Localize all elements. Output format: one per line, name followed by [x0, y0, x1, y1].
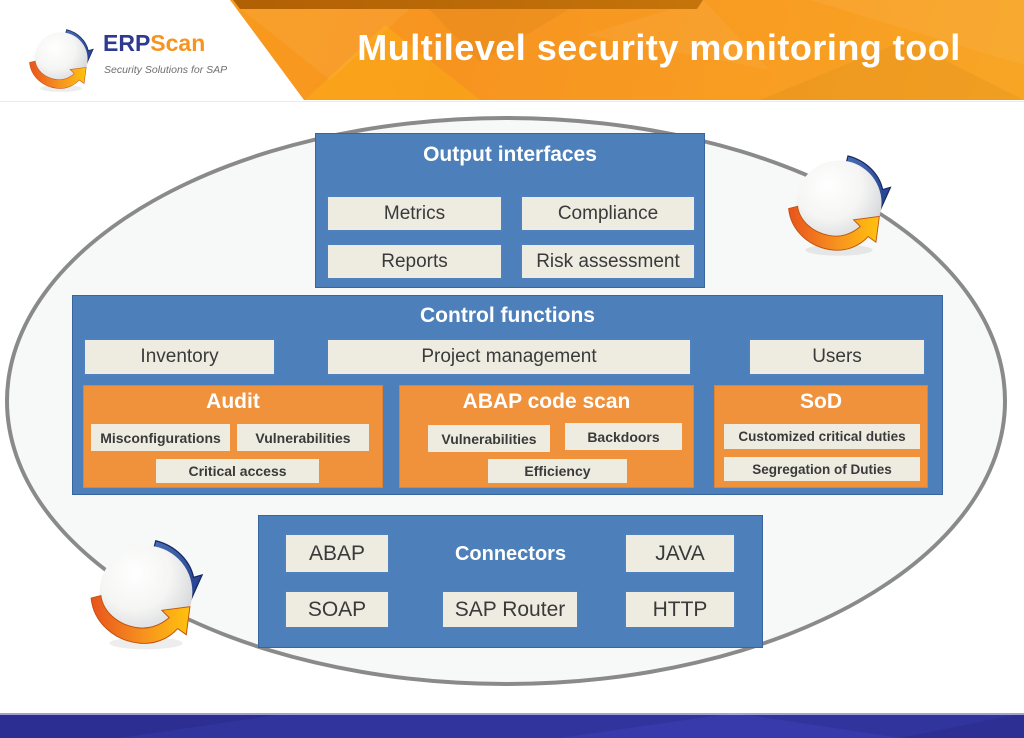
button-reports: Reports [326, 243, 503, 280]
chip-critical-access: Critical access [156, 459, 319, 483]
button-project-management: Project management [326, 338, 692, 376]
slide-title: Multilevel security monitoring tool [357, 27, 961, 68]
erpscan-sphere-icon [85, 531, 207, 653]
output-interfaces-title: Output interfaces [423, 143, 597, 166]
button-abap: ABAP [284, 533, 390, 574]
footer-band [0, 713, 1024, 738]
button-inventory: Inventory [83, 338, 276, 376]
sod-title: SoD [800, 390, 842, 413]
brand-scan-text: Scan [150, 30, 206, 56]
audit-title: Audit [206, 390, 260, 413]
connectors-box: Connectors ABAP JAVA SOAP SAP Router HTT… [258, 515, 763, 648]
output-interfaces-box: Output interfaces Metrics Compliance Rep… [315, 133, 705, 288]
button-metrics: Metrics [326, 195, 503, 232]
erpscan-sphere-icon [26, 24, 96, 94]
erpscan-brand: ERPScan [103, 30, 205, 57]
chip-misconfigurations: Misconfigurations [91, 424, 230, 451]
button-compliance: Compliance [520, 195, 696, 232]
brand-tagline: Security Solutions for SAP [104, 64, 228, 76]
abap-code-scan-panel: ABAP code scan Vulnerabilities Backdoors… [399, 385, 694, 488]
button-users: Users [748, 338, 926, 376]
button-soap: SOAP [284, 590, 390, 629]
chip-backdoors: Backdoors [565, 423, 682, 450]
button-sap-router: SAP Router [441, 590, 579, 629]
chip-customized-critical-duties: Customized critical duties [724, 424, 920, 449]
control-functions-title: Control functions [420, 304, 595, 327]
chip-vulnerabilities-audit: Vulnerabilities [237, 424, 369, 451]
chip-vulnerabilities-abap: Vulnerabilities [428, 425, 550, 452]
sod-panel: SoD Customized critical duties Segregati… [714, 385, 928, 488]
erpscan-sphere-icon [783, 147, 895, 259]
slide-header: Multilevel security monitoring tool ERPS… [0, 0, 1024, 102]
audit-panel: Audit Misconfigurations Vulnerabilities … [83, 385, 383, 488]
control-functions-box: Control functions Inventory Project mana… [72, 295, 943, 495]
brand-erp-text: ERP [103, 30, 151, 56]
abap-code-scan-title: ABAP code scan [462, 390, 631, 413]
button-http: HTTP [624, 590, 736, 629]
button-risk-assessment: Risk assessment [520, 243, 696, 280]
diagram-stage: Output interfaces Metrics Compliance Rep… [0, 101, 1024, 713]
button-java: JAVA [624, 533, 736, 574]
connectors-title: Connectors [454, 543, 567, 565]
chip-efficiency: Efficiency [488, 459, 627, 483]
chip-segregation-of-duties: Segregation of Duties [724, 457, 920, 481]
banner-top-strip [233, 0, 703, 9]
footer-facets [0, 713, 1024, 738]
